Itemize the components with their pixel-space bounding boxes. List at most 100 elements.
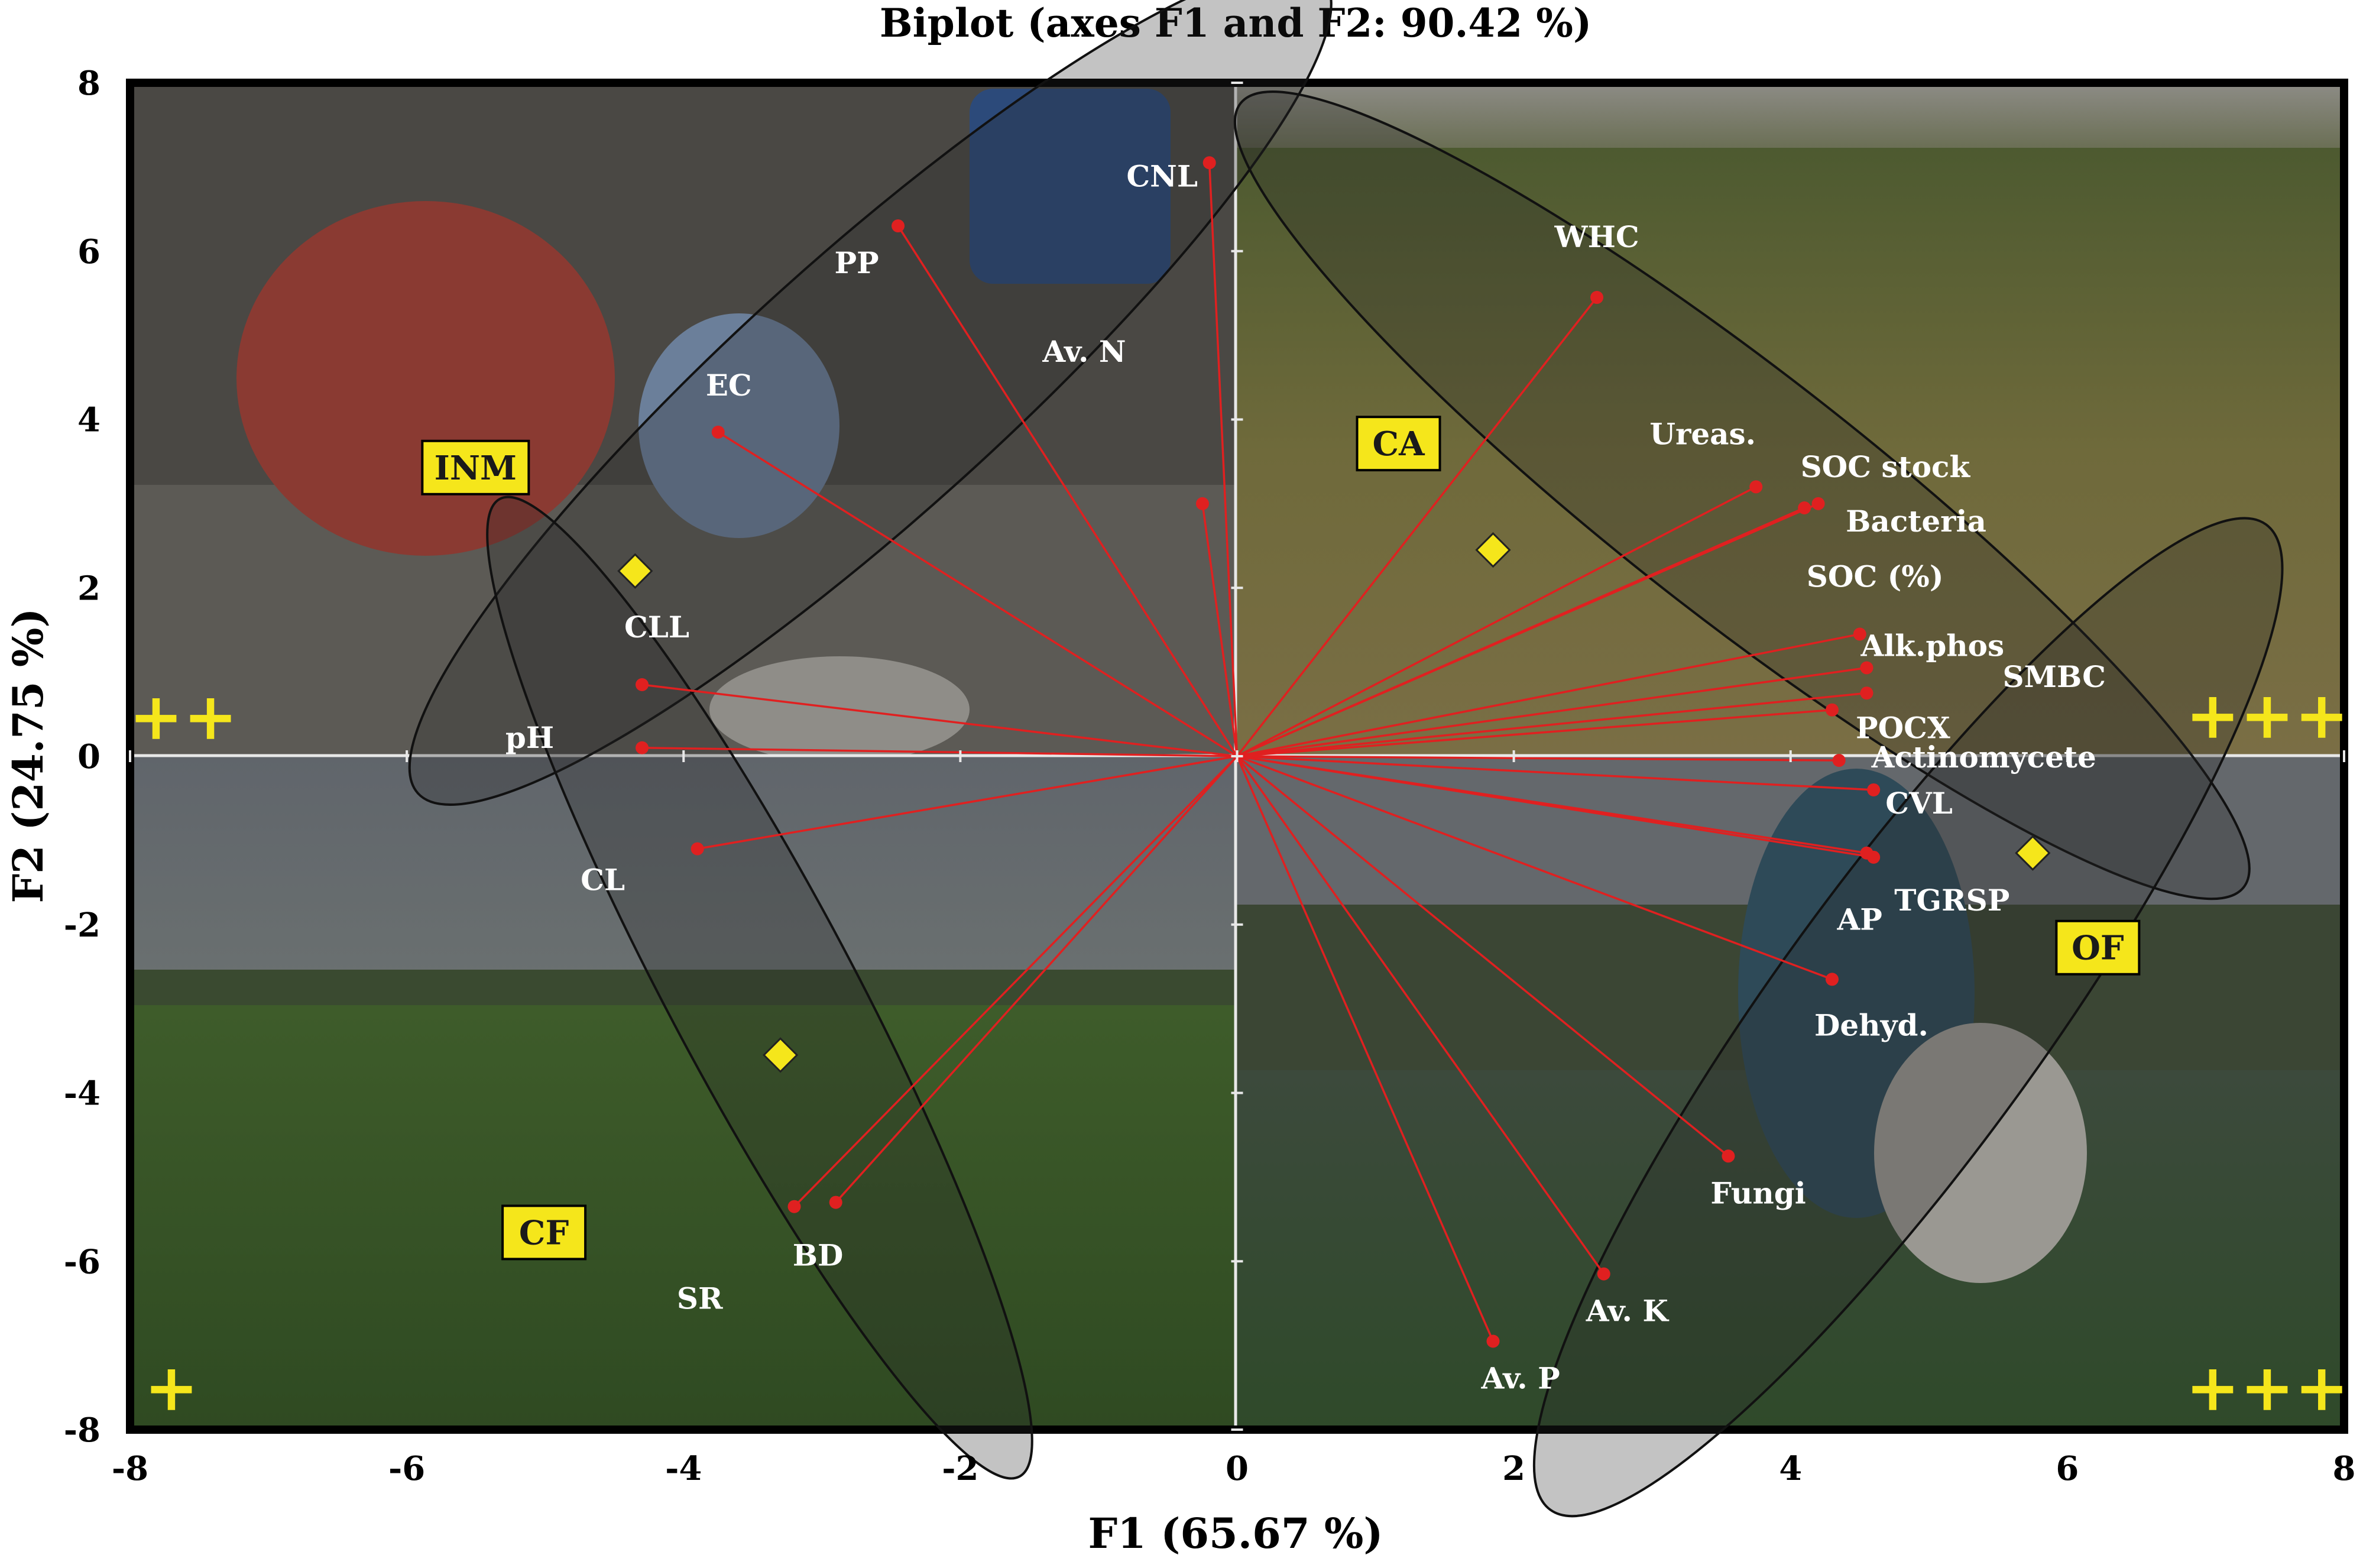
variable-point-cll: [636, 678, 649, 691]
vector-actinomycete: [1237, 755, 1839, 762]
variable-point-sr: [829, 1196, 842, 1209]
variable-point-pocx: [1825, 703, 1839, 717]
vector-bacteria: [1236, 507, 1805, 757]
variable-point-ureas: [1749, 480, 1763, 494]
group-label-cf: CF: [519, 1213, 569, 1252]
confidence-ellipse-cf: [486, 495, 1033, 1480]
group-label-box-cf: [501, 1204, 587, 1261]
vector-pp: [897, 225, 1238, 757]
vector-smbc: [1237, 692, 1867, 757]
variable-point-pp: [892, 219, 905, 233]
group-label-box-ca: [1356, 416, 1441, 472]
variable-label-bacteria: Bacteria: [1846, 504, 1986, 539]
group-label-of: OF: [2072, 929, 2124, 968]
variable-label-alk-phos: Alk.phos: [1860, 629, 2004, 663]
y-tick-label: 4: [77, 401, 101, 440]
group-label-box-inm: [421, 439, 530, 495]
bg-top-left-sack: [709, 656, 970, 763]
y-tick-label: 2: [77, 569, 101, 608]
group-label-box-of: [2055, 919, 2141, 976]
bg-bottom-left-field: [130, 1005, 1236, 1430]
variable-vectors: [636, 156, 1881, 1348]
quadrant-mark-top-left: ++: [129, 678, 238, 754]
x-tick-label: 8: [2333, 1449, 2356, 1488]
group-label-inm: INM: [435, 449, 517, 488]
variable-label-pocx: POCX: [1856, 711, 1950, 746]
quadrant-mark-bottom-right: +++: [2186, 1349, 2349, 1426]
variable-label-cll: CLL: [624, 610, 689, 644]
x-tick-label: -6: [388, 1449, 425, 1488]
variable-point-ap: [1860, 846, 1873, 860]
quadrant-mark-bottom-left: +: [144, 1349, 199, 1426]
variable-point-cl: [691, 842, 704, 856]
bg-bottom-left-trees: [130, 970, 1236, 1005]
confidence-ellipses: [408, 0, 2284, 1518]
vector-av-n: [1201, 503, 1239, 757]
variable-label-cnl: CNL: [1126, 158, 1198, 193]
bg-top-left-person: [236, 201, 615, 556]
variable-label-sr: SR: [677, 1281, 723, 1316]
vector-cnl: [1208, 163, 1239, 757]
y-tick-label: -6: [64, 1242, 101, 1281]
variable-label-bd: BD: [793, 1238, 844, 1273]
variable-point-cvl: [1867, 783, 1881, 796]
vector-ap: [1237, 755, 1867, 854]
quadrant-backgrounds: [130, 83, 2344, 1430]
variable-label-ph: pH: [505, 720, 554, 755]
variable-point-av-k: [1597, 1267, 1610, 1281]
y-tick-label: 0: [77, 737, 101, 776]
x-tick-label: 6: [2056, 1449, 2079, 1488]
confidence-ellipse-of: [1532, 517, 2284, 1518]
confidence-ellipse-ca: [1233, 90, 2251, 900]
variable-label-tgrsp: TGRSP: [1894, 883, 2009, 918]
variable-point-smbc: [1860, 686, 1873, 700]
treatment-groups: INM CA CF OF: [421, 416, 2141, 1261]
vector-cl: [697, 755, 1237, 850]
variable-point-soc-stock: [1811, 497, 1825, 510]
variable-point-fungi: [1722, 1149, 1735, 1163]
variable-point-ec: [711, 425, 725, 439]
vector-ec: [717, 431, 1238, 757]
x-tick-label: -4: [665, 1449, 702, 1488]
variable-point-bacteria: [1798, 501, 1811, 514]
variable-label-pp: PP: [834, 245, 879, 280]
bg-top-right-sky: [1236, 83, 2344, 148]
variable-point-dehyd: [1825, 973, 1839, 986]
quadrant-mark-top-right: +++: [2186, 677, 2349, 753]
variable-point-soc: [1853, 627, 1866, 641]
y-axis-title: F2 (24.75 %): [4, 608, 53, 903]
group-marker-of: [2015, 835, 2051, 871]
group-label-ca: CA: [1373, 425, 1426, 464]
vector-alk-phos: [1237, 666, 1867, 757]
variable-point-alk-phos: [1860, 661, 1873, 675]
variable-label-ec: EC: [706, 368, 752, 403]
chart-title: Biplot (axes F1 and F2: 90.42 %): [880, 0, 1591, 46]
variable-label-cvl: CVL: [1885, 786, 1953, 821]
confidence-ellipse-inm: [408, 0, 1333, 806]
variable-point-whc: [1590, 291, 1604, 304]
vector-av-k: [1236, 755, 1605, 1275]
variable-point-ph: [636, 741, 649, 754]
x-tick-label: 2: [1502, 1449, 1525, 1488]
y-tick-label: 6: [77, 232, 101, 271]
bg-top-left-floor: [130, 485, 1236, 756]
vector-ureas: [1236, 485, 1757, 757]
x-tick-label: 4: [1779, 1449, 1802, 1488]
variable-point-av-n: [1195, 497, 1209, 510]
group-marker-cf: [762, 1037, 799, 1073]
bg-top-left-bucket: [638, 313, 839, 538]
variable-label-ureas: Ureas.: [1649, 416, 1756, 451]
variable-label-soc-stock: SOC stock: [1801, 449, 1971, 484]
vector-dehyd: [1236, 755, 1833, 980]
vector-pocx: [1237, 708, 1833, 757]
bg-bottom-right-sack: [1874, 1023, 2087, 1283]
variable-label-cl: CL: [581, 863, 625, 898]
variable-label-av-k: Av. K: [1586, 1294, 1670, 1329]
y-tick-label: 8: [77, 64, 101, 103]
variable-label-av-n: Av. N: [1042, 334, 1126, 369]
variable-point-av-p: [1486, 1334, 1500, 1348]
vector-soc: [1237, 633, 1860, 757]
vector-av-p: [1236, 756, 1495, 1342]
